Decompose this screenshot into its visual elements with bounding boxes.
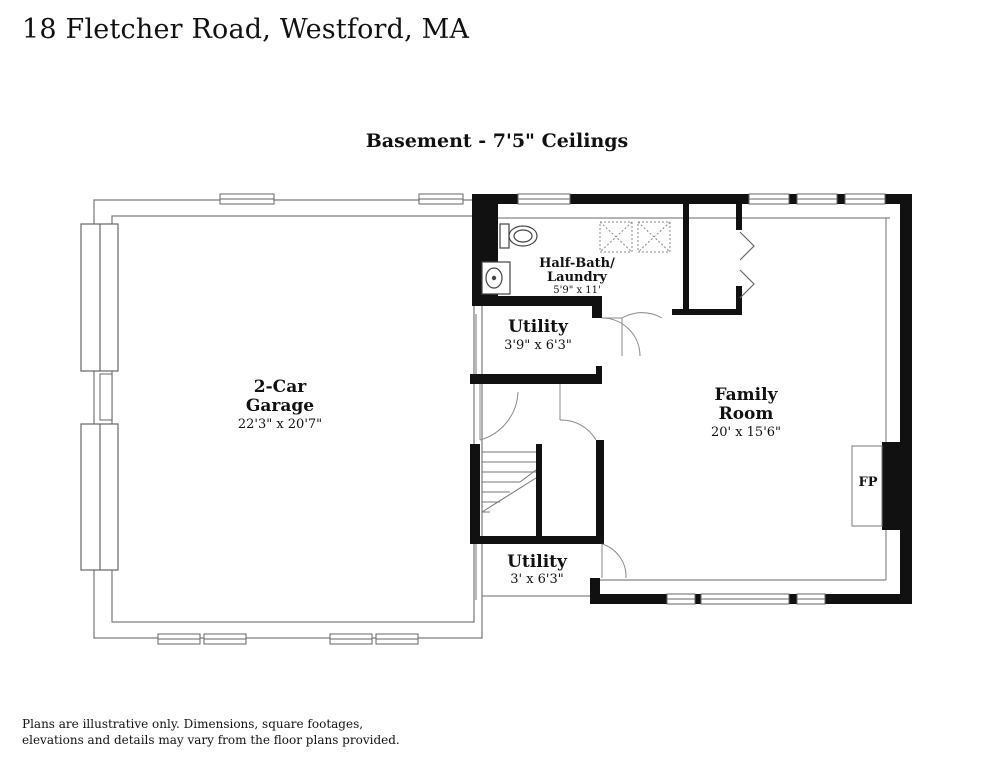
garage-side-window xyxy=(99,373,113,421)
main-bottom-windows xyxy=(666,593,826,605)
utility-lower-dims: 3' x 6'3" xyxy=(510,572,564,587)
garage-door-upper xyxy=(80,223,119,372)
family-room-name-line2: Room xyxy=(719,404,774,424)
page-title: 18 Fletcher Road, Westford, MA xyxy=(22,14,470,45)
half-bath-name-line2: Laundry xyxy=(547,270,607,285)
family-room-name-line1: Family xyxy=(715,385,779,405)
fireplace-label: FP xyxy=(858,475,877,490)
toilet-icon xyxy=(499,223,538,249)
utility-upper-name: Utility xyxy=(508,317,569,337)
sink-icon xyxy=(481,261,511,295)
floor-label: Basement - 7'5" Ceilings xyxy=(365,130,629,152)
half-bath-dims: 5'9" x 11' xyxy=(553,285,601,296)
utility-upper-dims: 3'9" x 6'3" xyxy=(504,338,572,353)
garage-bottom-windows xyxy=(157,633,419,645)
fireplace-hearth xyxy=(851,445,883,527)
thick-walls xyxy=(470,194,912,604)
garage-name-line1: 2-Car xyxy=(254,377,307,397)
garage-top-windows xyxy=(219,193,464,205)
garage-name-line2: Garage xyxy=(246,396,314,416)
main-top-windows xyxy=(517,193,886,205)
utility-lower-name: Utility xyxy=(507,552,568,572)
garage-door-lower xyxy=(80,423,119,571)
family-room-dims: 20' x 15'6" xyxy=(711,425,781,440)
door-swings xyxy=(479,312,663,579)
garage-dims: 22'3" x 20'7" xyxy=(238,417,322,432)
half-bath-name-line1: Half-Bath/ xyxy=(539,256,615,271)
washer-icon xyxy=(599,221,633,253)
closet-bifold-doors xyxy=(739,231,755,299)
staircase xyxy=(481,451,537,513)
disclaimer: Plans are illustrative only. Dimensions,… xyxy=(22,717,400,747)
dryer-icon xyxy=(637,221,671,253)
